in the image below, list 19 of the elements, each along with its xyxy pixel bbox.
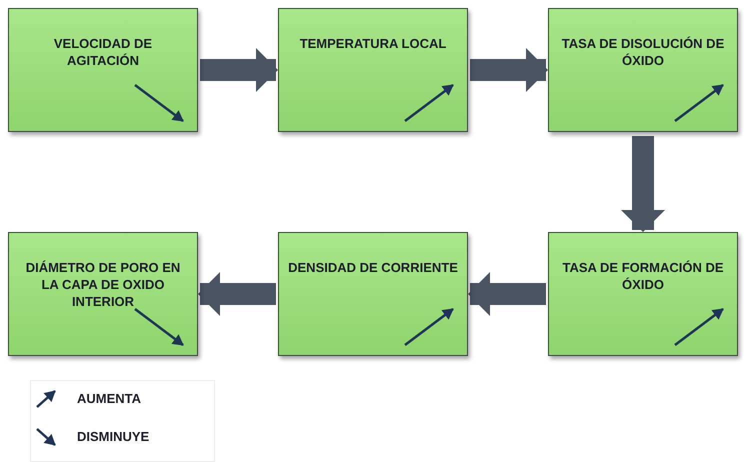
process-box (548, 232, 738, 356)
box-label: VELOCIDAD DE AGITACIÓN (52, 35, 154, 69)
process-box (278, 232, 468, 356)
box-label: TASA DE FORMACIÓN DE ÓXIDO (561, 259, 725, 293)
process-box (548, 8, 738, 132)
block-arrow (198, 272, 276, 316)
process-box (8, 8, 198, 132)
block-arrow (470, 48, 548, 92)
box-label: TASA DE DISOLUCIÓN DE ÓXIDO (560, 35, 726, 69)
box-label: DENSIDAD DE CORRIENTE (287, 259, 459, 276)
block-arrow (621, 136, 665, 232)
process-box (8, 232, 198, 356)
legend-label: DISMINUYE (77, 429, 150, 444)
box-label: DIÁMETRO DE PORO EN LA CAPA DE OXIDO INTERIOR (24, 259, 182, 310)
block-arrow (200, 48, 278, 92)
legend-label: AUMENTA (77, 391, 142, 406)
block-arrow (468, 272, 546, 316)
process-box (278, 8, 468, 132)
box-label: TEMPERATURA LOCAL (298, 35, 448, 52)
